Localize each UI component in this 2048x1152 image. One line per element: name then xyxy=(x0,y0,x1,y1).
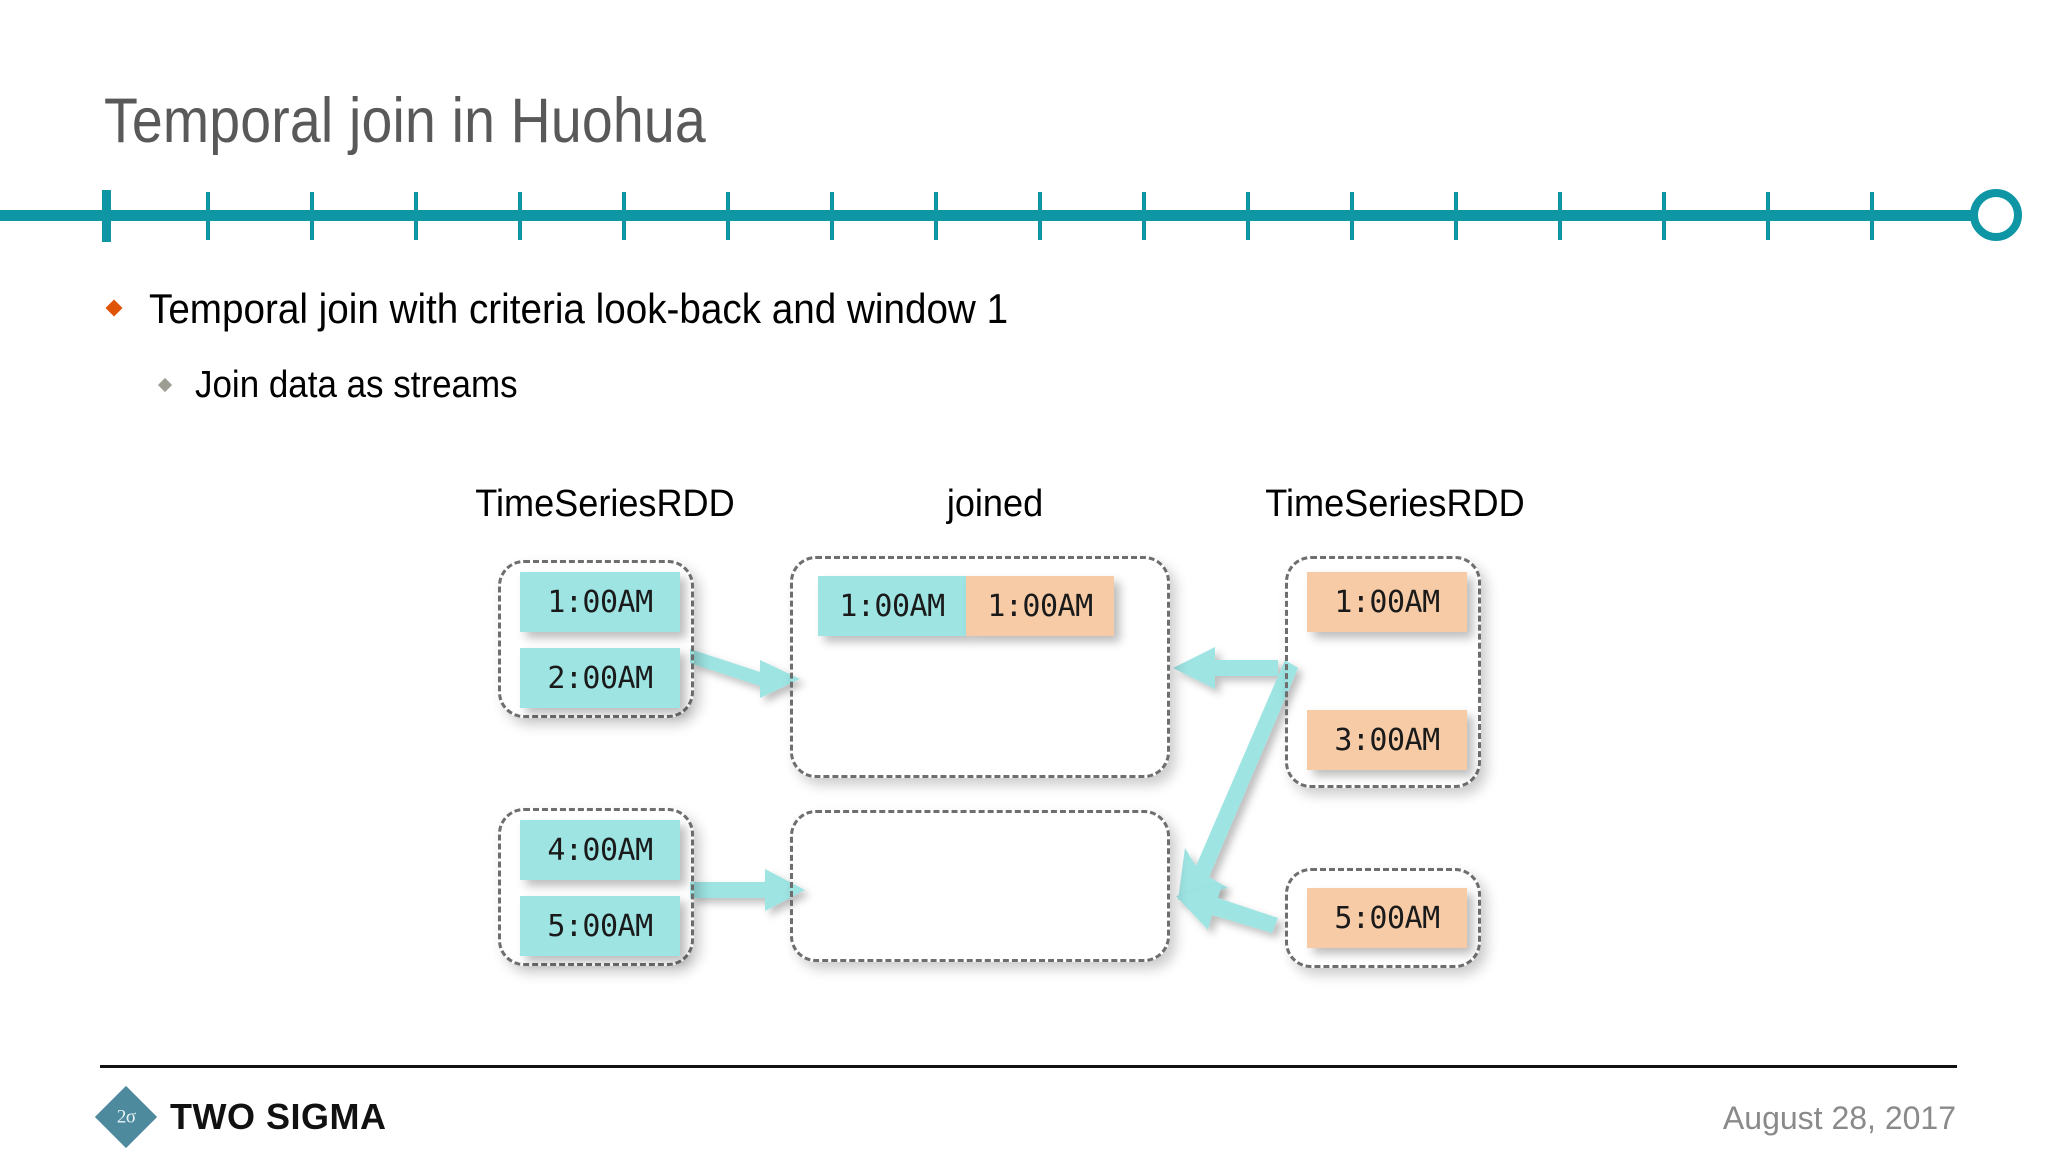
cell-joined-top-left: 1:00AM xyxy=(818,576,966,636)
cell-right-bottom-1: 5:00AM xyxy=(1307,888,1467,948)
timeline-tick xyxy=(1766,192,1770,240)
timeline-tick xyxy=(622,192,626,240)
logo-symbol: 2σ xyxy=(116,1106,136,1127)
timeline-bar xyxy=(0,210,1982,221)
bullet-level-2: Join data as streams xyxy=(157,364,546,407)
group-right-bottom xyxy=(1285,868,1481,968)
cell-left-bottom-2: 5:00AM xyxy=(520,896,680,956)
two-sigma-logo: 2σ TWO SIGMA xyxy=(94,1085,387,1149)
timeline-tick xyxy=(1454,192,1458,240)
timeline-tick xyxy=(1870,192,1874,240)
gray-diamond-icon xyxy=(157,377,173,393)
timeline-tick xyxy=(1662,192,1666,240)
timeline-tick xyxy=(310,192,314,240)
column-header-left: TimeSeriesRDD xyxy=(475,483,735,525)
cell-right-top-1: 1:00AM xyxy=(1307,572,1467,632)
footer-divider xyxy=(100,1065,1957,1068)
group-left-top xyxy=(498,560,694,718)
cell-value: 4:00AM xyxy=(547,832,653,868)
timeline-tick xyxy=(830,192,834,240)
bullet-level-1-text: Temporal join with criteria look-back an… xyxy=(149,285,1009,332)
group-joined-top xyxy=(790,556,1170,778)
logo-wordmark: TWO SIGMA xyxy=(170,1096,387,1137)
cell-left-bottom-1: 4:00AM xyxy=(520,820,680,880)
cell-joined-top-right: 1:00AM xyxy=(966,576,1114,636)
cell-value: 5:00AM xyxy=(1334,900,1440,936)
cell-value: 5:00AM xyxy=(547,908,653,944)
timeline-tick xyxy=(1246,192,1250,240)
bullet-level-1: Temporal join with criteria look-back an… xyxy=(105,285,1083,333)
timeline-tick xyxy=(726,192,730,240)
group-left-bottom xyxy=(498,808,694,966)
cell-value: 2:00AM xyxy=(547,660,653,696)
bullet-level-2-text: Join data as streams xyxy=(195,364,518,406)
timeline-tick xyxy=(1038,192,1042,240)
timeline-tick xyxy=(414,192,418,240)
group-right-top xyxy=(1285,556,1481,788)
orange-diamond-icon xyxy=(105,299,123,317)
cell-value: 1:00AM xyxy=(1334,584,1440,620)
footer-date: August 28, 2017 xyxy=(1722,1100,1956,1136)
timeline-rule xyxy=(0,189,2048,242)
arrow-left-top-to-joined-top xyxy=(690,649,800,698)
timeline-tick xyxy=(206,192,210,240)
timeline-end-circle-icon xyxy=(1970,189,2022,241)
timeline-tick xyxy=(1558,192,1562,240)
cell-value: 1:00AM xyxy=(839,588,945,624)
cell-left-top-1: 1:00AM xyxy=(520,572,680,632)
timeline-tick xyxy=(934,192,938,240)
arrow-right-bottom-to-joined-bottom xyxy=(1176,884,1278,933)
timeline-tick xyxy=(518,192,522,240)
arrow-left-bottom-to-joined-bottom xyxy=(690,869,805,911)
timeline-tick-major xyxy=(102,190,111,242)
two-sigma-diamond-icon: 2σ xyxy=(94,1085,158,1149)
column-header-center: joined xyxy=(946,483,1044,525)
arrow-right-top-to-joined-top xyxy=(1173,647,1278,689)
cell-left-top-2: 2:00AM xyxy=(520,648,680,708)
arrow-right-top-to-joined-bottom xyxy=(1178,660,1298,900)
timeline-tick xyxy=(1350,192,1354,240)
cell-value: 1:00AM xyxy=(547,584,653,620)
timeline-tick xyxy=(1142,192,1146,240)
cell-value: 1:00AM xyxy=(987,588,1093,624)
column-header-right: TimeSeriesRDD xyxy=(1265,483,1525,525)
page-title: Temporal join in Huohua xyxy=(104,86,706,156)
cell-value: 3:00AM xyxy=(1334,722,1440,758)
cell-right-top-2: 3:00AM xyxy=(1307,710,1467,770)
group-joined-bottom xyxy=(790,810,1170,962)
